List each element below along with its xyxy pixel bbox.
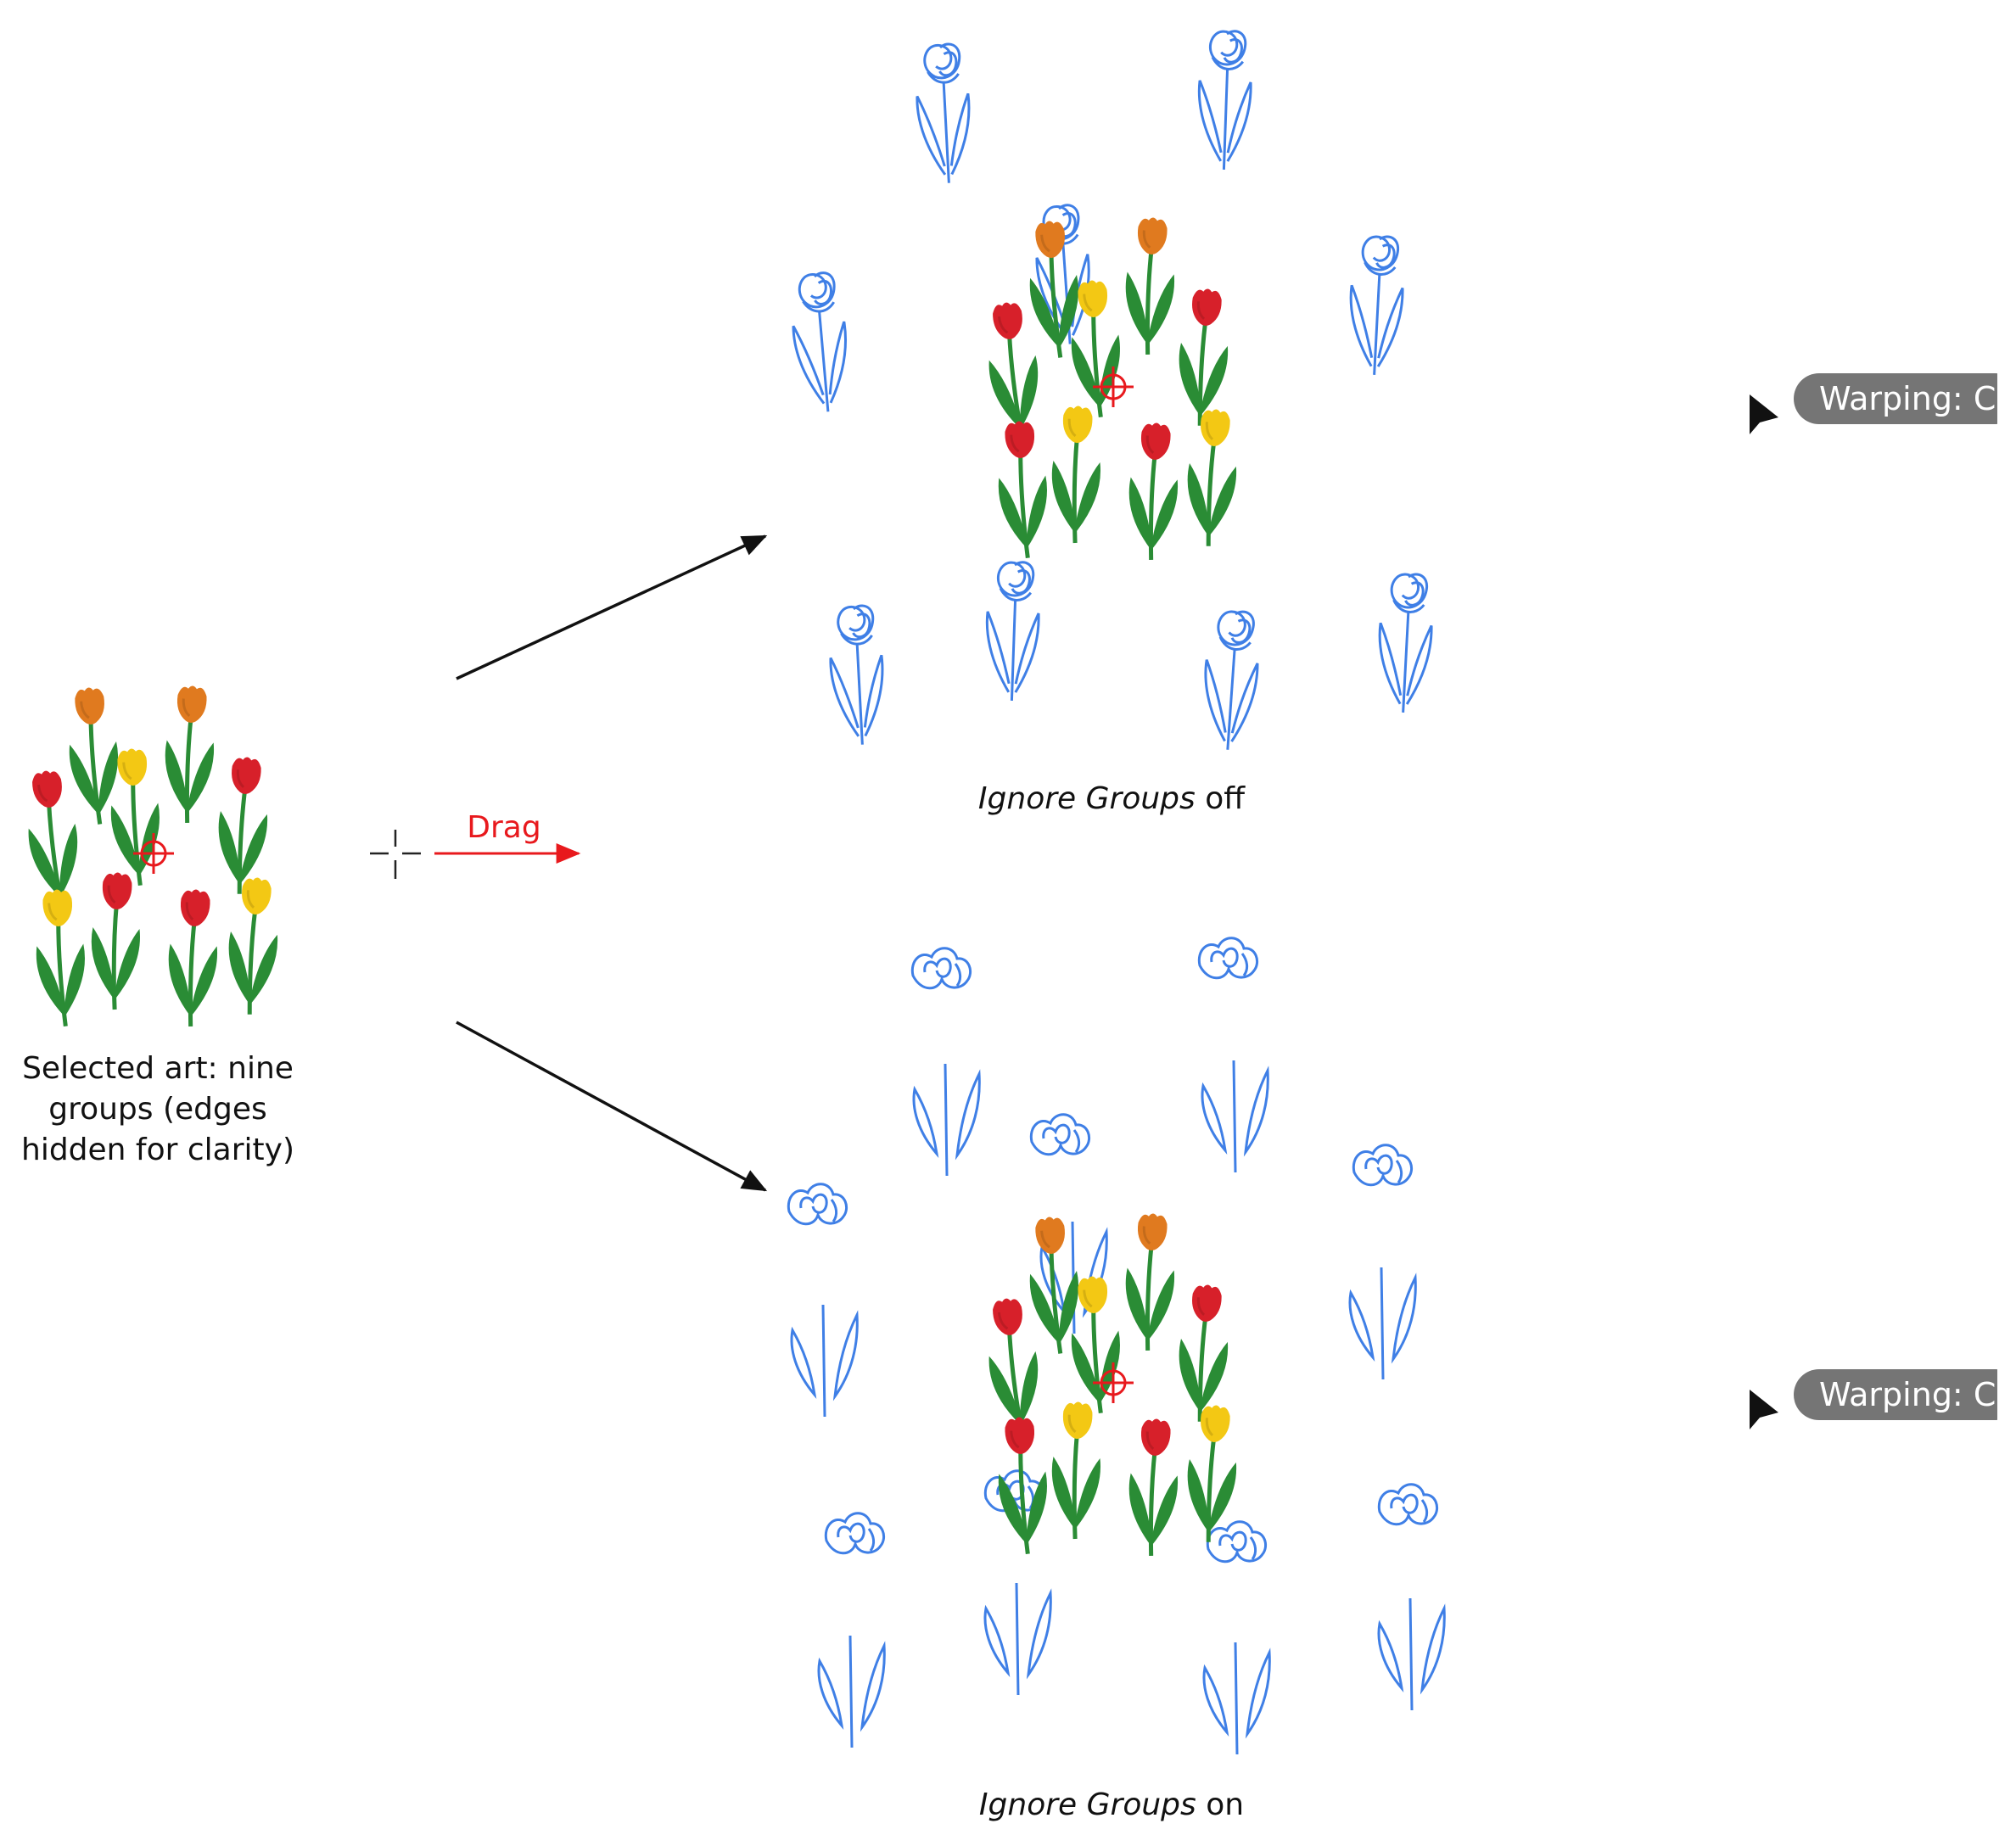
cursor-arrow-icon xyxy=(1750,1390,1778,1429)
tulip-group xyxy=(1050,406,1103,544)
outline-bloom-piece xyxy=(1377,1483,1439,1526)
tulip-group xyxy=(983,300,1045,442)
tulip-group xyxy=(995,1416,1050,1555)
outline-stem-piece xyxy=(790,1303,859,1418)
outline-tulip-copy xyxy=(787,270,854,416)
ignore-off-outline-copies xyxy=(787,28,1436,753)
outline-stem-piece xyxy=(1348,1266,1417,1381)
option-name: Ignore Groups xyxy=(978,1787,1196,1822)
option-name: Ignore Groups xyxy=(977,781,1196,816)
tulip-group xyxy=(1174,288,1232,428)
tulip-group xyxy=(214,756,272,896)
result-caption-ignore-off: Ignore Groups off xyxy=(848,779,1375,820)
drag-label: Drag xyxy=(467,810,540,845)
status-badge: Warping: C xyxy=(1794,1369,1997,1420)
cursor-arrow-icon xyxy=(1750,394,1778,434)
outline-bloom-piece xyxy=(1206,1520,1268,1564)
option-state: on xyxy=(1196,1787,1245,1822)
tulip-group xyxy=(1126,1418,1181,1557)
status-badge-wrap: Warping: C xyxy=(1794,1366,1997,1434)
outline-stem-piece xyxy=(912,1062,981,1178)
tulip-group xyxy=(165,888,221,1027)
outline-tulip-copy xyxy=(826,603,888,747)
outline-stem-piece xyxy=(1201,1059,1269,1174)
source-caption-line: hidden for clarity) xyxy=(21,1133,294,1167)
outline-bloom-piece xyxy=(910,947,972,990)
outline-bloom-piece xyxy=(787,1183,848,1226)
tulip-group xyxy=(22,769,85,910)
outline-tulip-copy xyxy=(1199,607,1263,753)
outline-bloom-piece xyxy=(1352,1144,1414,1187)
tulip-group xyxy=(1050,1401,1103,1540)
tulip-group xyxy=(89,872,143,1010)
tulip-group xyxy=(1123,216,1178,355)
tulip-group xyxy=(1123,1212,1178,1351)
tulip-group xyxy=(1126,422,1181,561)
outline-bloom-piece xyxy=(824,1512,886,1555)
option-state: off xyxy=(1195,781,1246,816)
tulip-group xyxy=(162,685,217,824)
outline-stem-piece xyxy=(983,1581,1052,1697)
arrow-to-ignore-off xyxy=(456,534,768,680)
result-caption-ignore-on: Ignore Groups on xyxy=(848,1785,1375,1826)
status-badge-wrap: Warping: C xyxy=(1794,370,1997,438)
source-caption: Selected art: nine groups (edges hidden … xyxy=(0,1049,316,1171)
tulip-group xyxy=(33,888,88,1027)
outline-tulip-copy xyxy=(1374,571,1436,715)
outline-stem-piece xyxy=(817,1634,886,1749)
outline-stem-piece xyxy=(1377,1597,1446,1712)
tulip-group xyxy=(1183,408,1240,548)
ignore-off-moved-tulips xyxy=(983,216,1241,561)
source-tulip-groups xyxy=(22,685,283,1027)
ignore-on-moved-tulips xyxy=(983,1212,1241,1557)
outline-tulip-copy xyxy=(983,559,1042,703)
tulip-group xyxy=(1025,1216,1083,1356)
outline-stem-piece xyxy=(1202,1641,1271,1756)
arrow-to-ignore-on xyxy=(456,1021,768,1192)
outline-tulip-copy xyxy=(1345,233,1408,378)
tulip-group xyxy=(64,686,122,826)
outline-bloom-piece xyxy=(1029,1113,1091,1156)
status-badge: Warping: C xyxy=(1794,373,1997,424)
source-caption-line: groups (edges xyxy=(48,1092,267,1127)
crosshair-icon xyxy=(370,830,421,879)
source-caption-line: Selected art: nine xyxy=(22,1051,294,1086)
tulip-group xyxy=(224,876,282,1016)
outline-tulip-copy xyxy=(1195,28,1254,172)
tulip-group xyxy=(983,1296,1045,1438)
outline-tulip-copy xyxy=(912,42,975,186)
tulip-group xyxy=(1174,1284,1232,1424)
outline-bloom-piece xyxy=(1197,937,1259,980)
tulip-group xyxy=(995,420,1050,559)
